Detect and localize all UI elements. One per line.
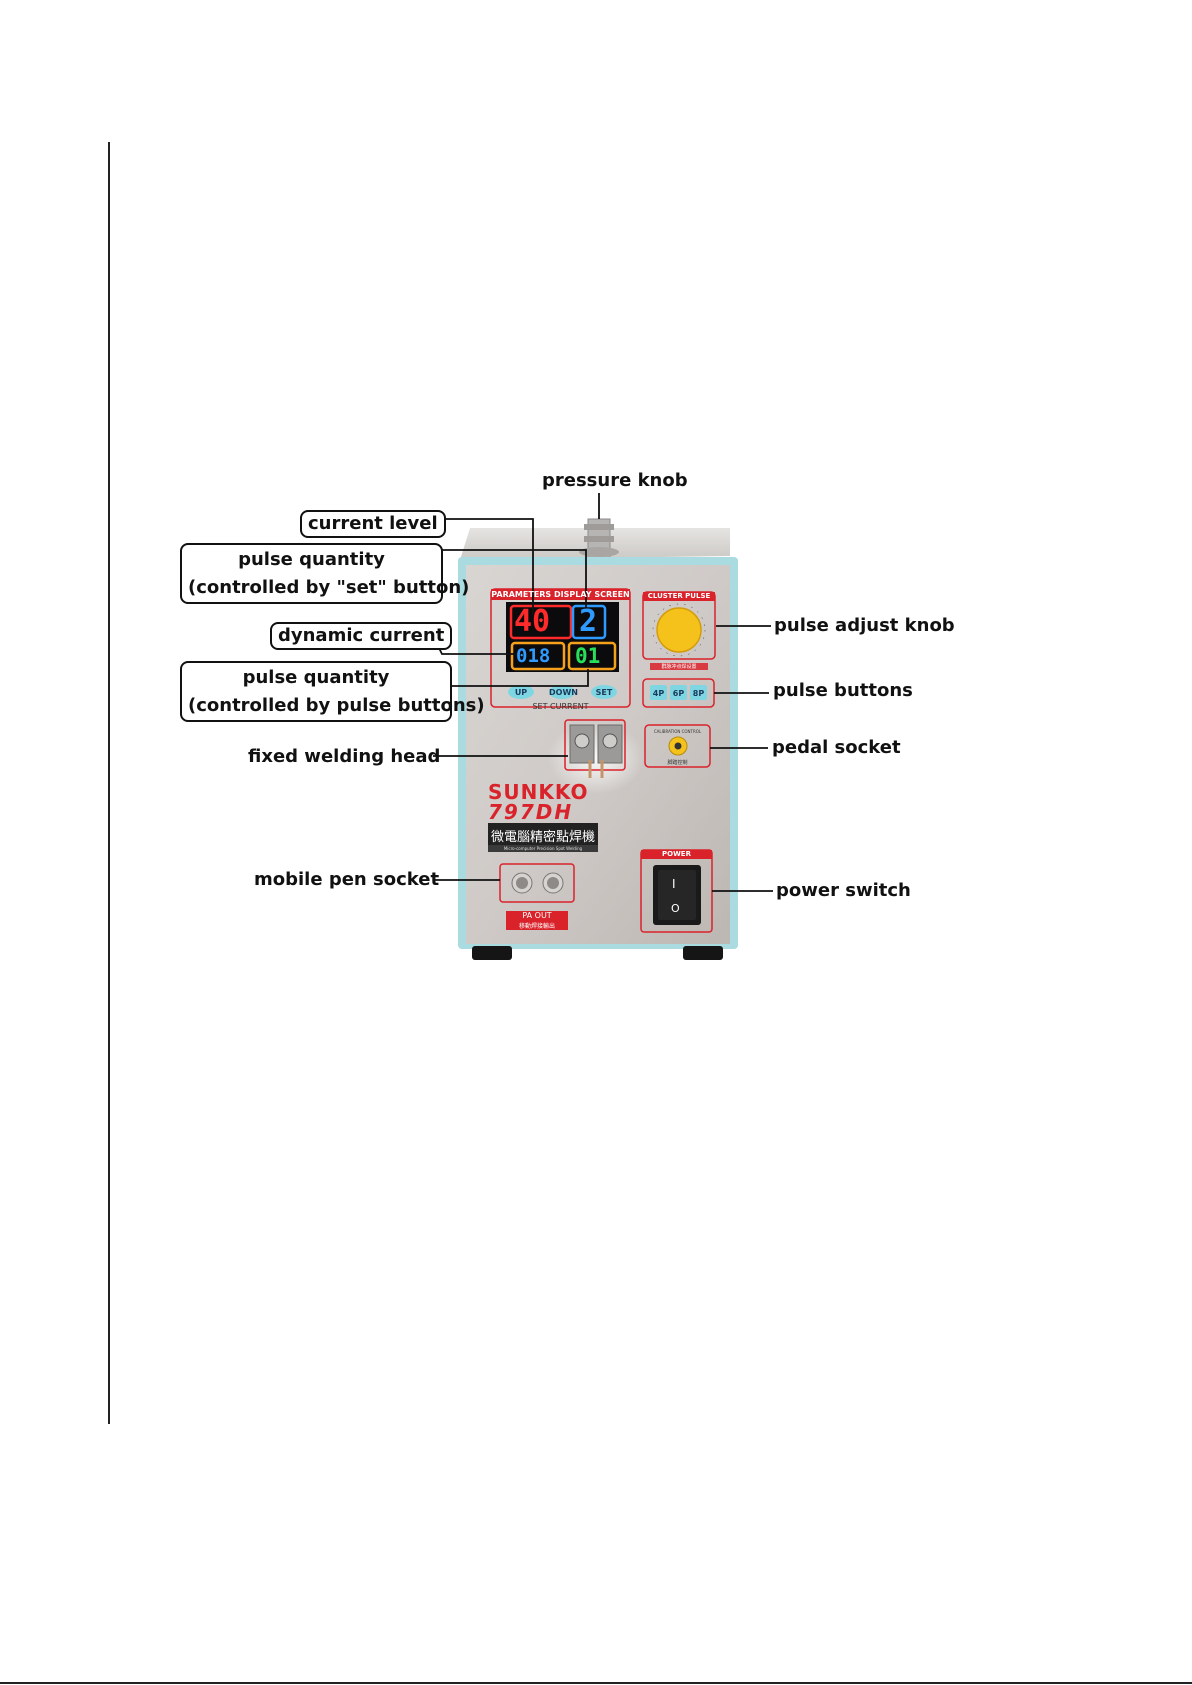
callout-pulse-quantity-set: pulse quantity (controlled by "set" butt… [180, 543, 470, 605]
up-button[interactable]: UP [514, 688, 528, 697]
pulse-set-box [571, 604, 607, 640]
cn-title: 微電腦精密點焊機 [490, 830, 595, 845]
callout-pulse-quantity-set-line1: pulse quantity [238, 549, 385, 570]
set-current-label: SET CURRENT [532, 702, 589, 711]
cluster-title: CLUSTER PULSE [647, 592, 711, 600]
callout-pedal-socket: pedal socket [772, 737, 901, 758]
callout-pulse-quantity-set-line2: (controlled by "set" button) [188, 576, 470, 598]
pulse-set-value: 2 [579, 604, 598, 639]
callout-current-level: current level [300, 510, 446, 538]
pa-out-label-band [506, 911, 568, 930]
callout-pulse-quantity-buttons-line1: pulse quantity [242, 667, 390, 688]
down-button-shape [549, 685, 575, 699]
model-logo-text: 797DH [488, 800, 574, 824]
set-button-shape [591, 685, 617, 699]
power-title: POWER [662, 850, 691, 858]
brand-logo-text: SUNKKO [488, 780, 589, 804]
4p-button[interactable]: 4P [652, 689, 665, 698]
foot-left [472, 946, 512, 960]
set-button[interactable]: SET [595, 688, 613, 697]
6p-button-shape [670, 685, 687, 700]
callout-pulse-buttons: pulse buttons [773, 680, 913, 701]
dynamic-current-box [510, 641, 566, 671]
current-level-box [509, 604, 573, 640]
calibration-cn-label: 脚踏控制 [667, 760, 688, 766]
cluster-cn-label: 群脉冲点焊设置 [661, 664, 697, 670]
pulse-count-box [567, 641, 617, 671]
callout-pressure-knob: pressure knob [542, 470, 688, 491]
8p-button[interactable]: 8P [692, 689, 705, 698]
6p-button[interactable]: 6P [672, 689, 685, 698]
down-button[interactable]: DOWN [549, 688, 578, 697]
page-margin-line [108, 142, 110, 1424]
pa-out-cn-label: 移動焊接輸出 [518, 923, 555, 930]
mobile-pen-socket-frame [499, 863, 575, 903]
pulse-count-value: 01 [575, 644, 601, 668]
display-title: PARAMETERS DISPLAY SCREEN [491, 590, 630, 599]
callout-mobile-pen-socket: mobile pen socket [254, 869, 440, 890]
callout-dynamic-current: dynamic current [270, 622, 453, 650]
4p-button-shape [650, 685, 667, 700]
current-level-value: 40 [514, 604, 551, 639]
welding-head-frame [564, 719, 626, 771]
callout-pulse-quantity-buttons: pulse quantity (controlled by pulse butt… [180, 661, 485, 723]
dynamic-current-value: 018 [516, 645, 551, 667]
up-button-shape [508, 685, 534, 699]
foot-right [683, 946, 723, 960]
callout-fixed-welding-head: fixed welding head [248, 746, 441, 767]
callout-power-switch: power switch [776, 880, 911, 901]
pulse-adjust-knob [656, 607, 702, 653]
8p-button-shape [690, 685, 707, 700]
power-off-mark[interactable]: O [671, 902, 680, 915]
callout-pulse-adjust-knob: pulse adjust knob [774, 615, 955, 636]
page-bottom-line [0, 1682, 1192, 1684]
power-on-mark[interactable]: I [672, 877, 676, 891]
en-subtitle: Micro-computer Precision Spot Welding [503, 846, 583, 851]
callout-pulse-quantity-buttons-line2: (controlled by pulse buttons) [188, 694, 485, 716]
cn-title-band [488, 823, 598, 845]
calibration-label: CALIBRATION CONTROL [653, 729, 702, 734]
pedal-socket-frame [644, 724, 711, 768]
pa-out-label: PA OUT [522, 911, 552, 920]
